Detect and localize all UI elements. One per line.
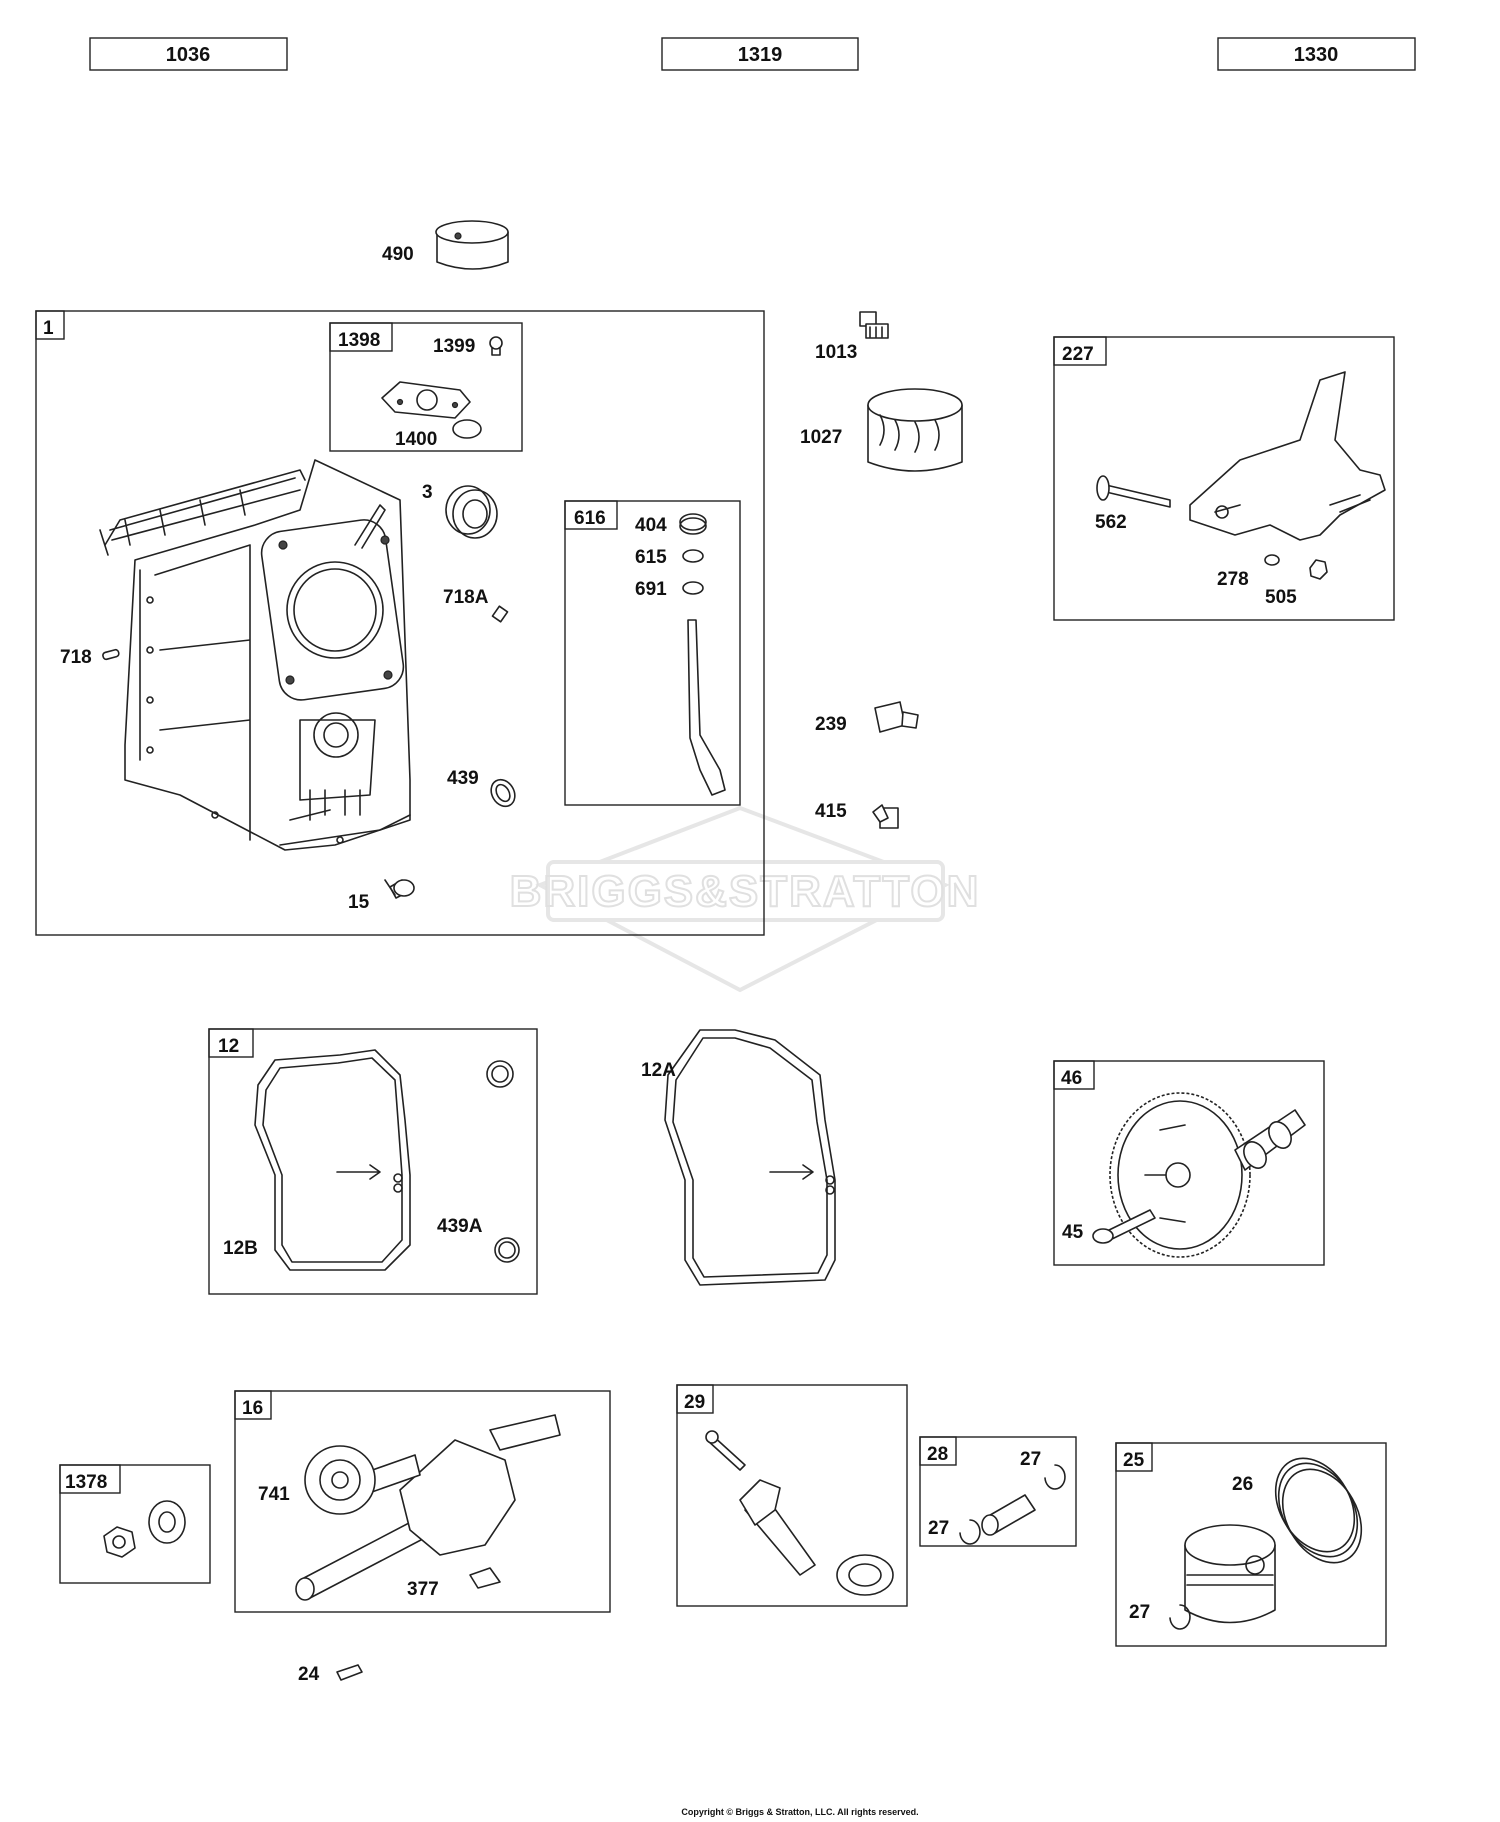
part-label: 718: [60, 647, 92, 668]
part-label: 505: [1265, 587, 1297, 608]
part-12a[interactable]: 12A: [641, 1029, 836, 1286]
part-490[interactable]: 490: [382, 220, 509, 270]
group-1398[interactable]: 1398 1399 1400: [329, 322, 523, 452]
part-label: 27: [1129, 1602, 1150, 1623]
group-label: 29: [684, 1392, 705, 1413]
part-label: 615: [635, 547, 667, 568]
group-29[interactable]: 29 29: [676, 1384, 908, 1607]
group-12[interactable]: 12 12B 439A: [208, 1028, 538, 1295]
part-label: 15: [348, 892, 370, 913]
part-label: 691: [635, 579, 667, 600]
part-15[interactable]: 15: [348, 879, 415, 913]
part-label: 26: [1232, 1474, 1253, 1495]
part-label: 1400: [395, 429, 437, 450]
part-label: 404: [635, 515, 667, 536]
part-439[interactable]: 439: [447, 768, 520, 811]
part-label: 439: [447, 768, 479, 789]
watermark-logo: BRIGGS&STRATTON: [509, 805, 981, 993]
group-label: 28: [927, 1444, 948, 1465]
header-ref-1330[interactable]: 1330: [1217, 37, 1416, 71]
part-label: 562: [1095, 512, 1127, 533]
part-label: 718A: [443, 587, 489, 608]
part-label: 439A: [437, 1216, 483, 1237]
group-label: 16: [242, 1398, 263, 1419]
header-ref-label: 1036: [166, 44, 211, 66]
part-239[interactable]: 239: [815, 701, 919, 735]
part-label: 12B: [223, 1238, 258, 1259]
part-label: 1013: [815, 342, 857, 363]
part-label: 24: [298, 1664, 320, 1685]
part-label: 3: [422, 482, 433, 503]
group-label: 12: [218, 1036, 239, 1057]
header-ref-1036[interactable]: 1036: [89, 37, 288, 71]
part-415[interactable]: 415: [815, 801, 899, 829]
watermark-text: BRIGGS&STRATTON: [510, 867, 981, 916]
part-3[interactable]: 3: [422, 482, 498, 539]
part-label: 12A: [641, 1060, 676, 1081]
group-46[interactable]: 46 45: [1053, 1060, 1325, 1266]
group-label: 1398: [338, 330, 380, 351]
part-label: 1399: [433, 336, 475, 357]
group-label: 227: [1062, 344, 1094, 365]
part-label: 490: [382, 244, 414, 265]
part-label: 415: [815, 801, 847, 822]
part-1027[interactable]: 1027: [800, 388, 963, 472]
group-16[interactable]: 16 377: [234, 1390, 611, 1613]
part-1013[interactable]: 1013: [815, 311, 889, 363]
part-label: 278: [1217, 569, 1249, 590]
part-label: 239: [815, 714, 847, 735]
group-label: 25: [1123, 1450, 1145, 1471]
group-25[interactable]: 25 26 27: [1115, 1442, 1387, 1647]
group-label: 1: [43, 318, 54, 339]
part-label: 377: [407, 1579, 439, 1600]
part-718[interactable]: 718: [60, 647, 120, 668]
engine-block-illustration: [99, 459, 411, 851]
group-label: 1378: [65, 1472, 107, 1493]
part-label: 45: [1062, 1222, 1084, 1243]
group-1378[interactable]: 1378 741: [59, 1464, 290, 1584]
part-label: 27: [1020, 1449, 1041, 1470]
header-ref-1319[interactable]: 1319: [661, 37, 859, 71]
part-24[interactable]: 24: [298, 1664, 363, 1685]
header-ref-label: 1319: [738, 44, 783, 66]
group-227[interactable]: 227 562 278 505: [1053, 336, 1395, 621]
part-label: 741: [258, 1484, 290, 1505]
part-718a[interactable]: 718A: [443, 587, 509, 623]
header-ref-label: 1330: [1294, 44, 1339, 66]
group-label: 46: [1061, 1068, 1082, 1089]
group-label: 616: [574, 508, 606, 529]
group-28[interactable]: 28 27 27: [919, 1436, 1077, 1547]
group-1-cylinder-block[interactable]: 1: [35, 310, 765, 936]
part-label: 27: [928, 1518, 949, 1539]
part-label: 1027: [800, 427, 842, 448]
copyright-notice: Copyright © Briggs & Stratton, LLC. All …: [681, 1807, 918, 1817]
group-616[interactable]: 616 404 615 691: [564, 500, 741, 806]
